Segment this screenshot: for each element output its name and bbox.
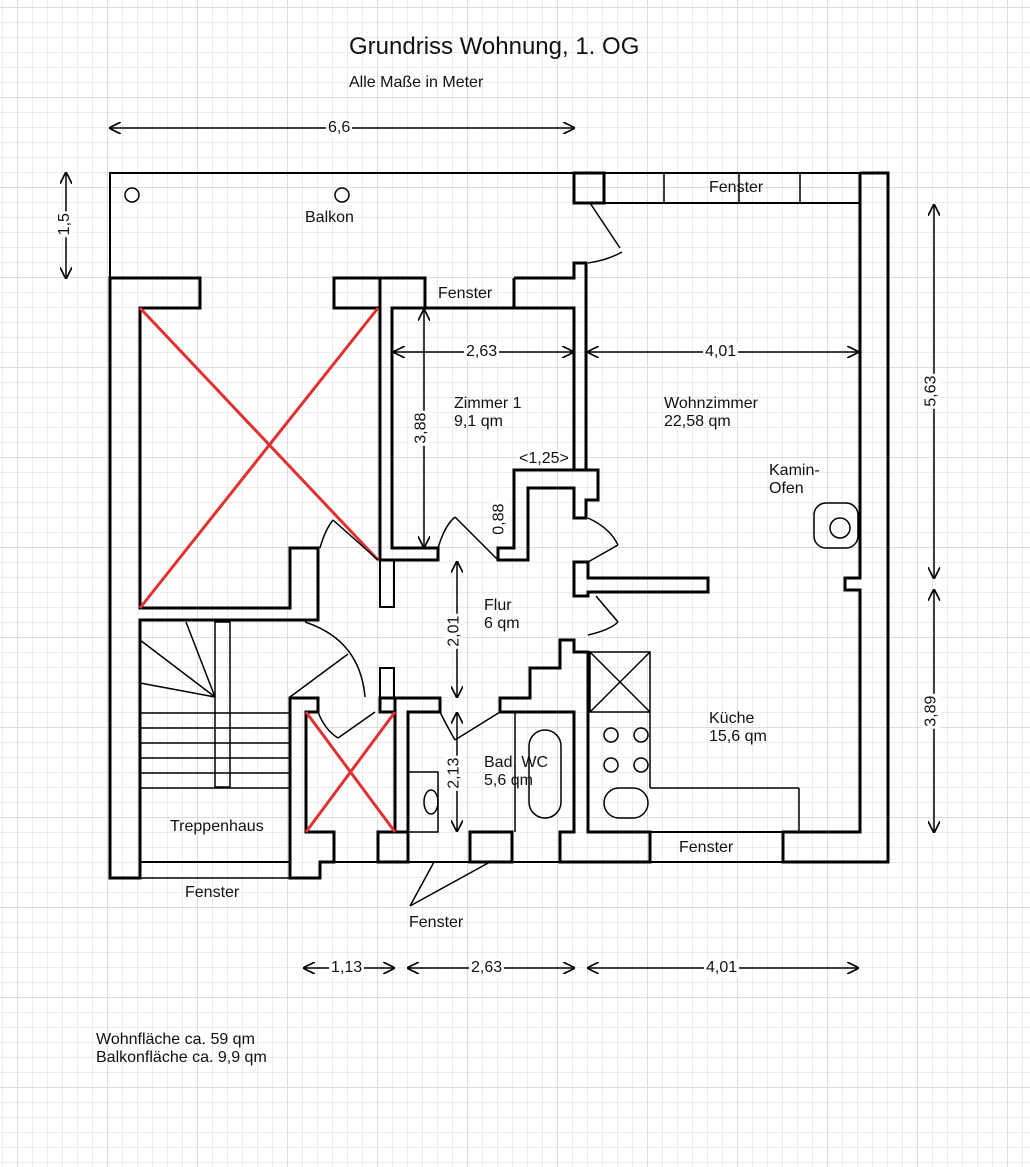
dim-bottom-mid: 2,63 <box>469 959 505 978</box>
balcony-door <box>587 202 623 264</box>
room-label-balkon: Balkon <box>305 209 354 226</box>
dim-zimmer1-depth: 3,88 <box>412 410 431 446</box>
sink-cabinet <box>407 771 439 833</box>
room-name: Küche <box>709 710 755 727</box>
balcony-post-1 <box>124 187 140 203</box>
fireplace-label: Kamin- Ofen <box>769 462 820 498</box>
dim-balcony-depth: 1,5 <box>55 211 75 238</box>
room-label-bad: Bad, WC 5,6 qm <box>484 754 548 791</box>
room-area: 15,6 qm <box>709 728 767 746</box>
dim-wohnzimmer-width: 4,01 <box>703 343 739 362</box>
dim-bottom-right: 4,01 <box>704 959 740 978</box>
room-label-treppenhaus: Treppenhaus <box>170 818 264 835</box>
sink <box>423 789 439 815</box>
room-area: 6 qm <box>484 615 520 633</box>
crossed-out-area-small <box>304 711 397 833</box>
dim-flur-depth: 2,01 <box>445 613 464 649</box>
balcony-post-2 <box>334 187 350 203</box>
dim-bottom-left: 1,13 <box>329 959 365 978</box>
room-label-flur: Flur 6 qm <box>484 597 520 634</box>
room-label-zimmer1: Zimmer 1 9,1 qm <box>454 395 522 432</box>
room-area: 9,1 qm <box>454 413 503 431</box>
dim-zimmer1-notch-width: <1,25> <box>517 450 571 469</box>
dim-zimmer1-notch-depth: 0,88 <box>490 501 509 537</box>
room-name: Flur <box>484 597 512 614</box>
room-label-kueche: Küche 15,6 qm <box>709 710 767 747</box>
page-subtitle: Alle Maße in Meter <box>349 74 484 91</box>
fireplace <box>813 502 859 549</box>
staircase <box>139 621 366 789</box>
room-name: Bad, WC <box>484 754 549 771</box>
dim-bad-depth: 2,13 <box>445 755 464 791</box>
window-label-zimmer1: Fenster <box>438 285 493 302</box>
window-label-wohnzimmer: Fenster <box>709 179 764 196</box>
dim-right-upper: 5,63 <box>922 373 941 409</box>
dim-right-lower: 3,89 <box>922 693 941 729</box>
summary: Wohnfläche ca. 59 qm Balkonfläche ca. 9,… <box>96 1031 267 1068</box>
bathtub <box>528 729 562 819</box>
window-label-bad: Fenster <box>409 914 464 931</box>
room-area: 5,6 qm <box>484 772 533 790</box>
window-top-wohnzimmer <box>572 171 860 205</box>
page-title: Grundriss Wohnung, 1. OG <box>349 33 640 60</box>
dim-zimmer1-width: 2,63 <box>464 343 500 362</box>
room-name: Wohnzimmer <box>664 395 758 412</box>
kitchen-fixtures <box>589 651 800 832</box>
window-label-kueche: Fenster <box>679 839 734 856</box>
crossed-out-area-large <box>138 306 380 609</box>
room-name: Zimmer 1 <box>454 395 522 412</box>
window-label-treppenhaus: Fenster <box>185 884 240 901</box>
bathroom-fixtures <box>407 712 562 833</box>
room-label-wohnzimmer: Wohnzimmer 22,58 qm <box>664 395 758 432</box>
room-area: 22,58 qm <box>664 413 731 431</box>
living-area: Wohnfläche ca. 59 qm <box>96 1031 255 1048</box>
balcony <box>109 172 860 278</box>
balcony-area: Balkonfläche ca. 9,9 qm <box>96 1049 267 1067</box>
dim-total-width: 6,6 <box>326 119 353 138</box>
doors <box>317 516 619 907</box>
